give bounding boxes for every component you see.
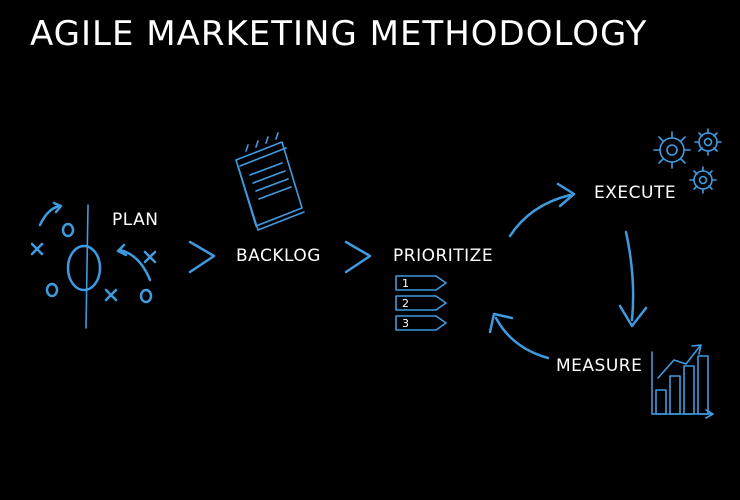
step-backlog-label: BACKLOG (236, 246, 321, 266)
step-execute-label: EXECUTE (594, 183, 677, 203)
gears-icon (653, 128, 722, 194)
step-prioritize-label: PRIORITIZE (393, 246, 494, 266)
list-number-1: 1 (402, 277, 409, 290)
list-number-2: 2 (402, 297, 409, 310)
page-title: AGILE MARKETING METHODOLOGY (30, 14, 648, 54)
list-number-3: 3 (402, 317, 409, 330)
numbered-list-icon: 1 2 3 (395, 275, 447, 331)
chevron-arrow-icon (344, 240, 372, 274)
notepad-icon (235, 132, 305, 231)
step-plan-label: PLAN (112, 210, 159, 230)
play-diagram-icon (30, 201, 157, 329)
bar-chart-icon (651, 344, 714, 419)
cycle-arrow-icon (488, 182, 648, 360)
chevron-arrow-icon (188, 240, 216, 274)
step-measure-label: MEASURE (556, 356, 643, 376)
